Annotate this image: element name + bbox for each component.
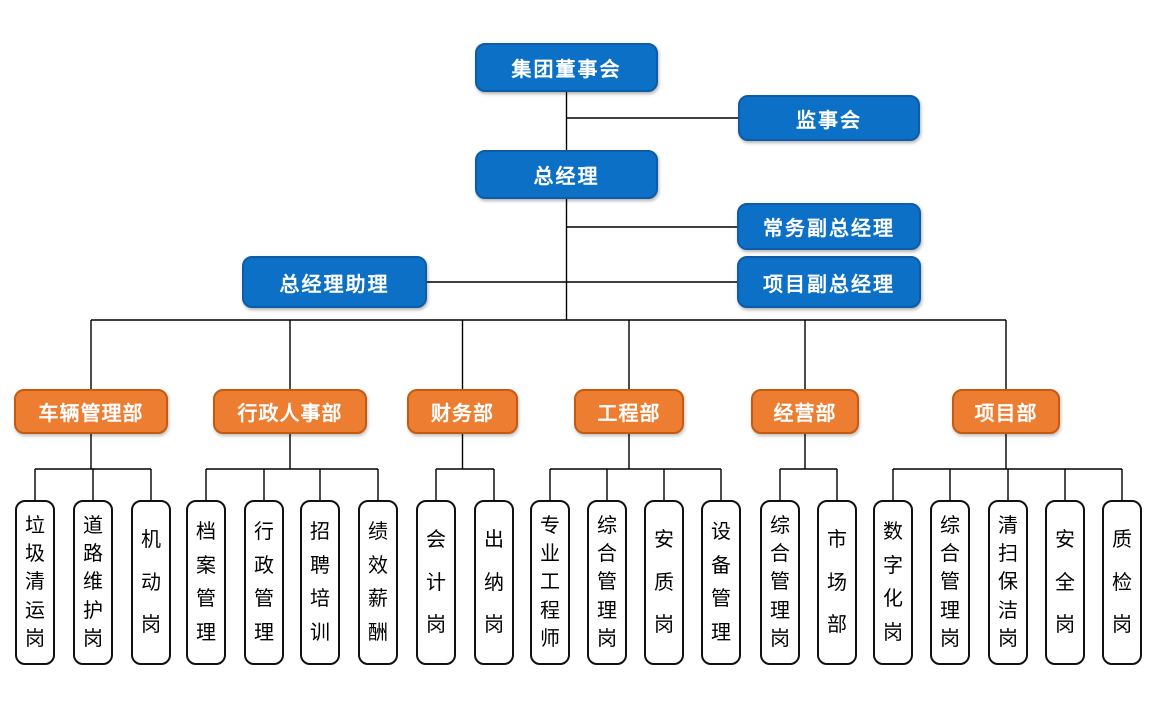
dept-project: 项目部	[952, 389, 1060, 434]
position-quality-inspection: 质检岗	[1102, 500, 1142, 665]
position-professional-engineer: 专业工程师	[530, 500, 570, 665]
dept-vehicle-management: 车辆管理部	[14, 389, 168, 434]
position-general-management-eng: 综合管理岗	[587, 500, 627, 665]
position-general-management-proj: 综合管理岗	[930, 500, 970, 665]
position-safety: 安全岗	[1045, 500, 1085, 665]
node-group-board: 集团董事会	[475, 43, 658, 92]
position-garbage-collection: 垃圾清运岗	[15, 500, 55, 665]
node-executive-deputy-gm: 常务副总经理	[737, 203, 921, 250]
position-cashier: 出纳岗	[474, 500, 514, 665]
position-equipment-management: 设备管理	[701, 500, 741, 665]
position-archives-management: 档案管理	[186, 500, 226, 665]
dept-operations: 经营部	[751, 389, 859, 434]
position-market: 市场部	[817, 500, 857, 665]
position-safety-quality: 安质岗	[644, 500, 684, 665]
position-recruiting-training: 招聘培训	[300, 500, 340, 665]
position-accounting: 会计岗	[416, 500, 456, 665]
position-performance-compensation: 绩效薪酬	[358, 500, 398, 665]
dept-finance: 财务部	[407, 389, 518, 434]
position-general-management-ops: 综合管理岗	[760, 500, 800, 665]
dept-admin-hr: 行政人事部	[213, 389, 367, 434]
position-mobile: 机动岗	[131, 500, 171, 665]
node-gm-assistant: 总经理助理	[242, 256, 427, 308]
node-supervisory-board: 监事会	[738, 95, 920, 141]
position-sweeping-cleaning: 清扫保洁岗	[988, 500, 1028, 665]
position-road-maintenance: 道路维护岗	[73, 500, 113, 665]
dept-engineering: 工程部	[574, 389, 684, 434]
node-project-deputy-gm: 项目副总经理	[737, 256, 921, 308]
node-general-manager: 总经理	[475, 150, 658, 199]
position-digitalization: 数字化岗	[873, 500, 913, 665]
position-administration: 行政管理	[244, 500, 284, 665]
